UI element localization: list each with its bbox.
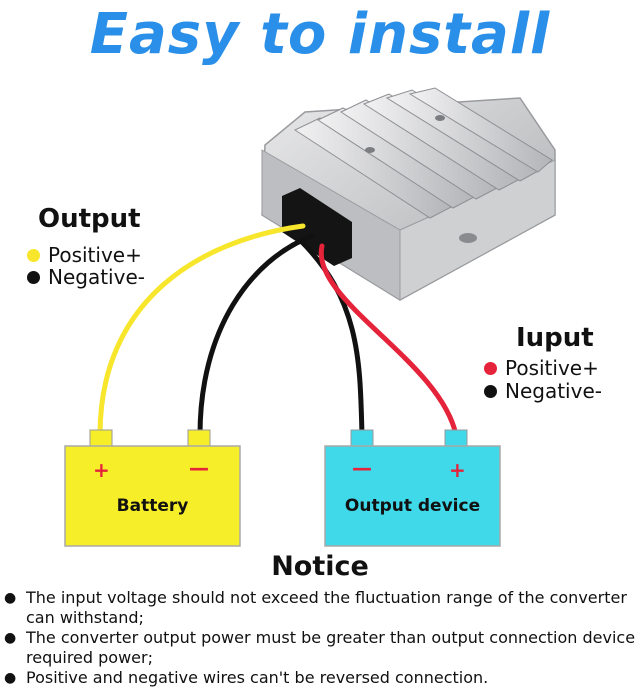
notice-item: The input voltage should not exceed the … bbox=[4, 588, 640, 628]
red-dot-icon bbox=[484, 361, 497, 375]
output-positive-label: Positive+ bbox=[48, 243, 142, 267]
black-dot-icon bbox=[484, 384, 497, 398]
wiring-illustration bbox=[64, 87, 556, 547]
battery-minus-sign: — bbox=[189, 456, 209, 480]
device-plus-sign: + bbox=[449, 458, 466, 482]
page-title: Easy to install bbox=[89, 2, 551, 67]
device-minus-sign: — bbox=[352, 456, 372, 480]
output-positive-legend: Positive+ bbox=[27, 243, 142, 267]
output-device-label: Output device bbox=[344, 496, 481, 516]
notice-heading: Notice bbox=[271, 551, 369, 582]
battery-plus-sign: + bbox=[93, 458, 110, 482]
yellow-dot-icon bbox=[27, 248, 40, 262]
output-heading: Output bbox=[38, 204, 141, 234]
input-positive-legend: Positive+ bbox=[484, 356, 599, 380]
wires bbox=[97, 223, 459, 438]
battery-box bbox=[64, 429, 241, 547]
notice-list: The input voltage should not exceed the … bbox=[4, 588, 640, 688]
input-negative-legend: Negative- bbox=[484, 379, 602, 403]
input-heading: Iuput bbox=[516, 323, 594, 353]
output-negative-legend: Negative- bbox=[27, 265, 145, 289]
output-negative-label: Negative- bbox=[48, 265, 145, 289]
output-device-box bbox=[324, 429, 501, 547]
input-negative-label: Negative- bbox=[505, 379, 602, 403]
notice-item: Positive and negative wires can't be rev… bbox=[4, 668, 640, 688]
battery-label: Battery bbox=[116, 496, 189, 516]
converter-module bbox=[261, 87, 556, 301]
black-dot-icon bbox=[27, 270, 40, 284]
input-positive-label: Positive+ bbox=[505, 356, 599, 380]
notice-item: The converter output power must be great… bbox=[4, 628, 640, 668]
